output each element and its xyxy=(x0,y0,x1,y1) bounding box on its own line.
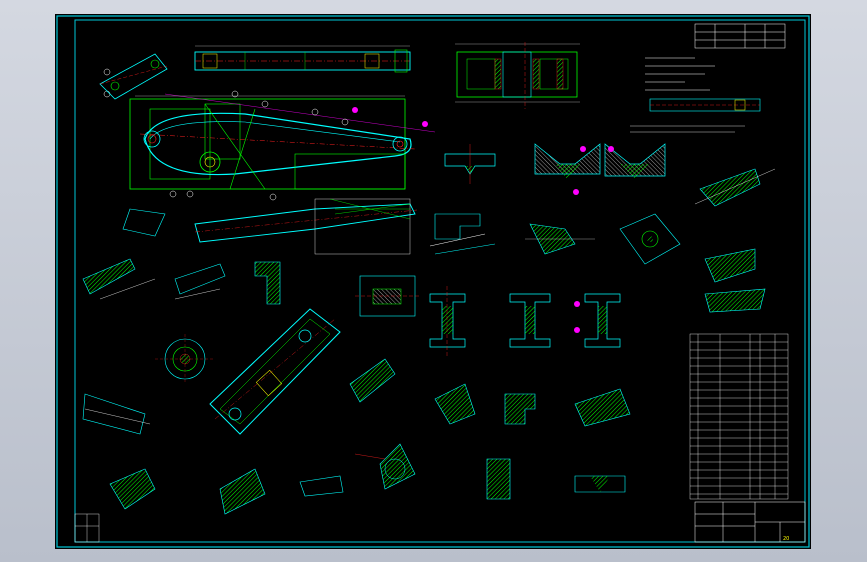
technical-notes xyxy=(630,57,761,133)
detail-lug-d[interactable] xyxy=(704,248,766,313)
weld-detail-1[interactable] xyxy=(444,144,496,184)
arm-rotated-h[interactable] xyxy=(209,308,341,435)
detail-weld-l[interactable] xyxy=(434,383,476,425)
outer-frame xyxy=(56,15,810,548)
corner-stamp xyxy=(74,513,100,543)
detail-left-2[interactable] xyxy=(174,263,226,300)
detail-left-4[interactable] xyxy=(109,468,156,510)
cad-canvas[interactable]: 20 xyxy=(55,14,811,549)
ibeam-section-1[interactable] xyxy=(429,286,466,356)
detail-lug-b[interactable] xyxy=(525,223,595,255)
detail-bottom-3[interactable] xyxy=(354,443,416,490)
detail-bottom-2[interactable] xyxy=(299,475,344,497)
drawing-sheet: 20 xyxy=(56,15,810,548)
detail-left-1[interactable] xyxy=(82,258,156,300)
weld-detail-2[interactable] xyxy=(534,143,601,179)
detail-lug-c[interactable] xyxy=(619,213,681,265)
sheet-number: 20 xyxy=(783,536,789,542)
boom-main-view[interactable] xyxy=(103,68,436,201)
detail-bracket-f[interactable] xyxy=(355,275,420,317)
weld-detail-3[interactable] xyxy=(573,143,666,195)
detail-weld-m[interactable] xyxy=(504,393,536,425)
inner-frame xyxy=(74,19,806,543)
revision-block xyxy=(694,23,786,49)
title-block[interactable] xyxy=(694,501,806,543)
section-view-c[interactable] xyxy=(455,42,580,109)
detail-weld-n[interactable] xyxy=(574,388,631,427)
ibeam-section-3[interactable] xyxy=(574,293,621,348)
detail-lug-a[interactable] xyxy=(429,213,496,255)
arm-detail-a[interactable] xyxy=(99,53,168,100)
detail-bottom-1[interactable] xyxy=(219,468,266,515)
parts-list-table[interactable] xyxy=(689,333,789,500)
detail-bottom-4[interactable] xyxy=(486,458,511,500)
detail-weld-k[interactable] xyxy=(349,358,396,403)
weld-detail-4[interactable] xyxy=(694,168,776,207)
detail-pin-g[interactable] xyxy=(155,334,215,384)
boom-top-view[interactable] xyxy=(194,45,411,73)
ibeam-section-2[interactable] xyxy=(509,293,551,348)
detail-left-3[interactable] xyxy=(82,393,151,435)
boom-section-b[interactable] xyxy=(122,198,418,255)
detail-plate-e[interactable] xyxy=(254,261,281,305)
detail-bottom-5[interactable] xyxy=(574,475,626,493)
